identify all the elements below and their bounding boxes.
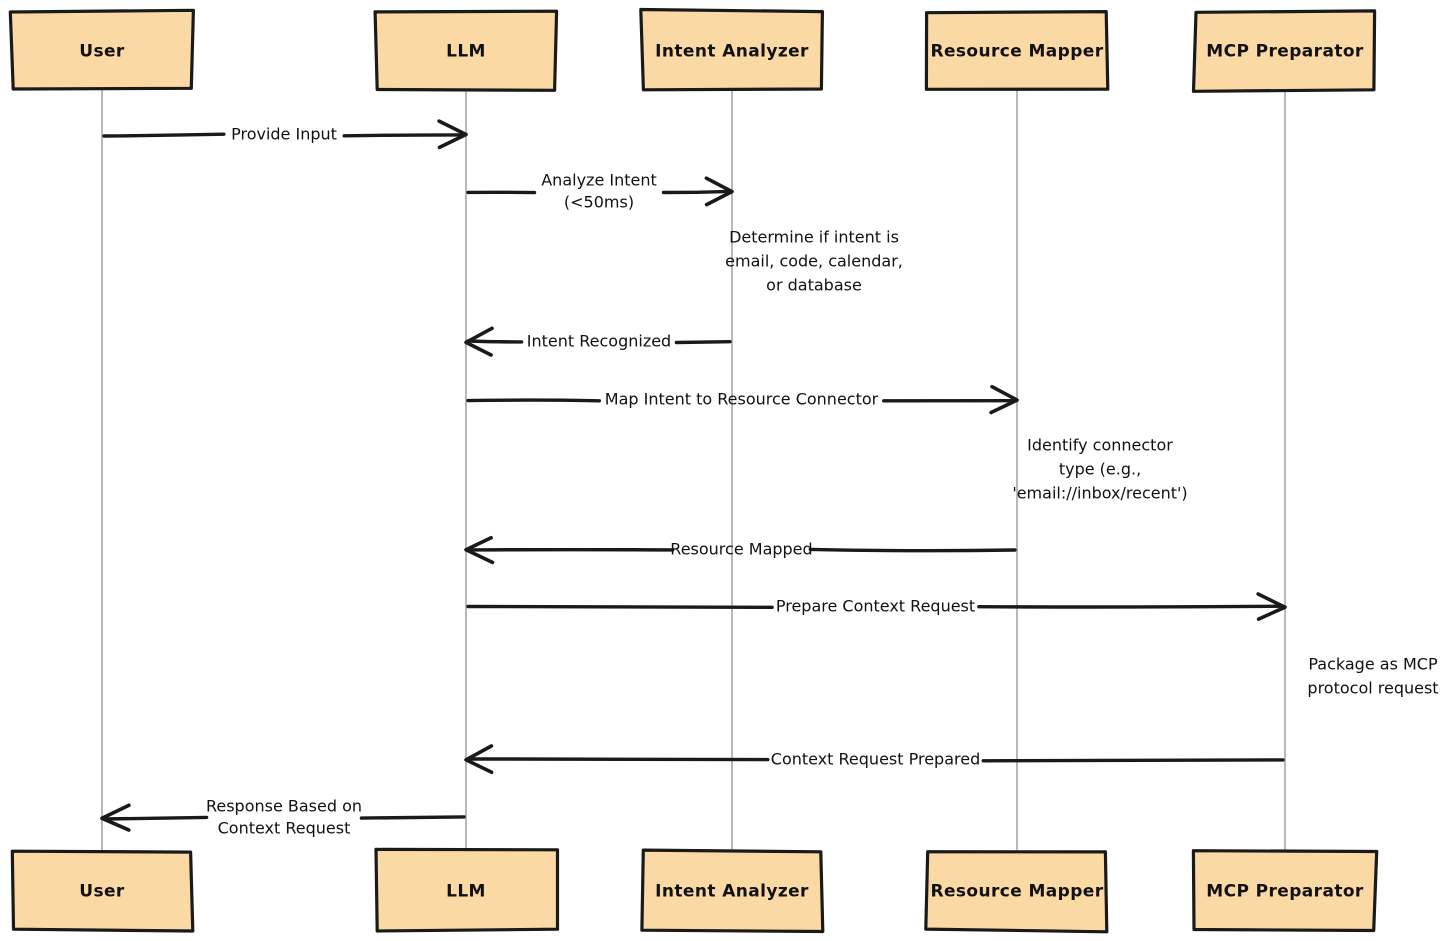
- message-line-right: [977, 604, 1285, 609]
- participant-box: [639, 7, 825, 92]
- participant-box: [640, 848, 825, 934]
- participant-mcp-bottom[interactable]: MCP Preparator: [1191, 849, 1379, 933]
- note-line: type (e.g.,: [1059, 460, 1141, 479]
- participant-label: User: [79, 882, 125, 902]
- message-arrowhead: [437, 119, 468, 150]
- message-label: Prepare Context Request: [776, 597, 975, 616]
- note-line: Package as MCP: [1308, 655, 1438, 674]
- participant-resource-bottom[interactable]: Resource Mapper: [924, 850, 1109, 934]
- message-arrowhead: [100, 803, 131, 832]
- note-line: email, code, calendar,: [725, 252, 903, 271]
- participant-intent-bottom[interactable]: Intent Analyzer: [640, 848, 825, 934]
- note-n3: Package as MCP protocol request: [1307, 655, 1438, 698]
- participant-box: [924, 10, 1110, 91]
- note-n1: Determine if intent is email, code, calen…: [725, 228, 903, 295]
- note-line: protocol request: [1307, 679, 1438, 698]
- participant-label: LLM: [446, 882, 486, 902]
- message-line-right: [661, 189, 732, 195]
- participant-label: Intent Analyzer: [655, 882, 809, 902]
- note-line: or database: [766, 276, 862, 295]
- message-arrowhead: [1256, 592, 1287, 621]
- participant-box: [1191, 849, 1379, 933]
- message-line-left: [102, 132, 226, 138]
- participant-box: [373, 9, 559, 92]
- participant-label: MCP Preparator: [1206, 42, 1364, 62]
- footer-participants-layer: User LLM Intent Analyzer Resource Mapper MCP…: [10, 847, 1379, 934]
- message-label: (<50ms): [564, 193, 634, 212]
- message-line-left: [674, 340, 732, 345]
- header-participants-layer: User LLM Intent Analyzer Resource Mapper MCP…: [8, 7, 1377, 93]
- participant-user-top[interactable]: User: [8, 8, 195, 91]
- participant-box: [374, 847, 560, 933]
- message-line-left: [359, 815, 466, 820]
- message-m6[interactable]: Prepare Context Request: [466, 592, 1287, 621]
- message-label: Response Based on: [206, 797, 362, 816]
- participant-label: User: [79, 42, 125, 62]
- note-line: Identify connector: [1027, 436, 1173, 455]
- participant-label: Resource Mapper: [930, 42, 1103, 62]
- message-line-right: [466, 339, 524, 344]
- message-label: Map Intent to Resource Connector: [605, 390, 879, 409]
- message-m3[interactable]: Intent Recognized: [464, 326, 732, 357]
- note-line: 'email://inbox/recent'): [1012, 484, 1187, 503]
- message-arrowhead: [464, 744, 494, 775]
- message-arrowhead: [704, 176, 734, 207]
- message-line-left: [466, 604, 774, 610]
- message-label: Provide Input: [231, 125, 337, 144]
- message-label: Resource Mapped: [670, 540, 812, 559]
- message-label: Context Request Prepared: [771, 750, 980, 769]
- message-m2[interactable]: Analyze Intent (<50ms): [466, 171, 734, 212]
- message-arrowhead: [464, 326, 494, 357]
- message-arrowhead: [464, 536, 495, 565]
- participant-llm-bottom[interactable]: LLM: [374, 847, 560, 933]
- participant-label: MCP Preparator: [1206, 882, 1364, 902]
- participant-llm-top[interactable]: LLM: [373, 9, 559, 92]
- participant-label: Intent Analyzer: [655, 42, 809, 62]
- notes-layer: Determine if intent is email, code, calen…: [725, 228, 1438, 698]
- message-line-right: [102, 815, 209, 821]
- message-label: Context Request: [218, 819, 351, 838]
- participant-intent-top[interactable]: Intent Analyzer: [639, 7, 825, 92]
- message-line-right: [466, 757, 770, 762]
- lifelines-layer: [101, 90, 1286, 851]
- participant-user-bottom[interactable]: User: [10, 849, 195, 933]
- message-label: Analyze Intent: [541, 171, 657, 190]
- message-m1[interactable]: Provide Input: [102, 119, 468, 150]
- message-line-right: [342, 133, 466, 138]
- message-m8[interactable]: Response Based on Context Request: [100, 797, 466, 838]
- message-line-left: [981, 758, 1285, 763]
- note-n2: Identify connector type (e.g., 'email://in…: [1012, 436, 1187, 503]
- participant-box: [1191, 9, 1377, 93]
- message-arrowhead: [989, 384, 1019, 415]
- participant-resource-top[interactable]: Resource Mapper: [924, 10, 1110, 91]
- participant-box: [8, 8, 195, 91]
- participant-label: LLM: [446, 42, 486, 62]
- message-line-left: [808, 547, 1017, 553]
- message-m7[interactable]: Context Request Prepared: [464, 744, 1285, 775]
- message-m5[interactable]: Resource Mapped: [464, 536, 1017, 565]
- participant-box: [924, 850, 1109, 934]
- message-m4[interactable]: Map Intent to Resource Connector: [466, 384, 1019, 415]
- participant-mcp-top[interactable]: MCP Preparator: [1191, 9, 1377, 93]
- note-line: Determine if intent is: [729, 228, 899, 247]
- participant-label: Resource Mapper: [930, 882, 1103, 902]
- message-line-left: [466, 398, 601, 403]
- message-label: Intent Recognized: [527, 332, 671, 351]
- participant-box: [10, 849, 195, 933]
